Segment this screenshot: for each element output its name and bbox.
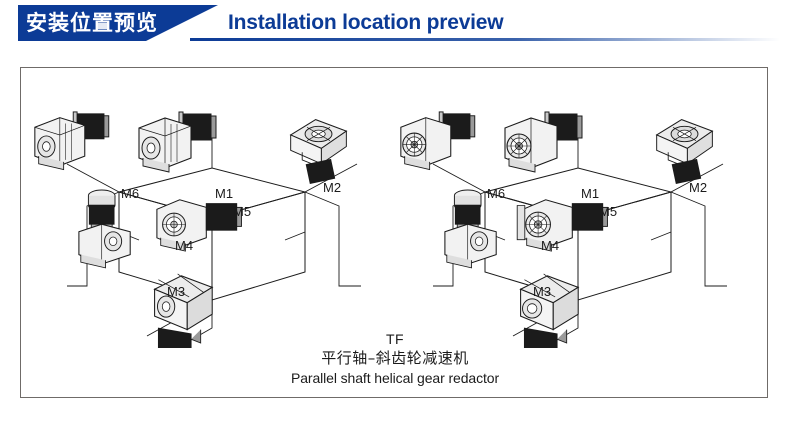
label-m3: M3 <box>533 284 551 299</box>
unit-m4 <box>444 189 497 269</box>
label-m6: M6 <box>487 186 505 201</box>
label-m5: M5 <box>233 204 251 219</box>
label-m4: M4 <box>175 238 193 253</box>
label-m3: M3 <box>167 284 185 299</box>
label-m2: M2 <box>323 180 341 195</box>
unit-m5 <box>156 199 242 252</box>
diagram-caption: TF 平行轴–斜齿轮减速机 Parallel shaft helical gea… <box>21 330 769 388</box>
reference-cube <box>483 167 673 301</box>
unit-m6 <box>400 111 476 171</box>
diagram-right-svg: M6 M1 M2 M4 M5 M3 <box>400 111 727 348</box>
label-m1: M1 <box>215 186 233 201</box>
label-m6: M6 <box>121 186 139 201</box>
reference-cube <box>117 167 307 301</box>
label-m1: M1 <box>581 186 599 201</box>
diagram-left-svg: M6 M1 M2 M4 M5 M3 <box>34 111 361 348</box>
installation-diagram-left: M6 M1 M2 M4 M5 M3 <box>27 68 401 348</box>
unit-m1 <box>504 111 583 173</box>
caption-chinese: 平行轴–斜齿轮减速机 <box>321 349 469 367</box>
page-header: 安装位置预览 Installation location preview <box>0 0 790 52</box>
unit-m5 <box>516 199 608 252</box>
installation-diagram-right: M6 M1 M2 M4 M5 M3 <box>393 68 767 348</box>
content-frame: M6 M1 M2 M4 M5 M3 <box>20 67 768 398</box>
caption-model-code: TF <box>385 331 405 347</box>
caption-english: Parallel shaft helical gear redactor <box>290 370 500 386</box>
label-m4: M4 <box>541 238 559 253</box>
page-title-chinese: 安装位置预览 <box>26 11 158 35</box>
unit-m1 <box>138 111 217 173</box>
label-m2: M2 <box>689 180 707 195</box>
header-divider-rule <box>190 38 780 41</box>
unit-m4 <box>78 189 131 269</box>
page-title-english: Installation location preview <box>228 11 504 34</box>
label-m5: M5 <box>599 204 617 219</box>
unit-m6 <box>34 111 110 171</box>
